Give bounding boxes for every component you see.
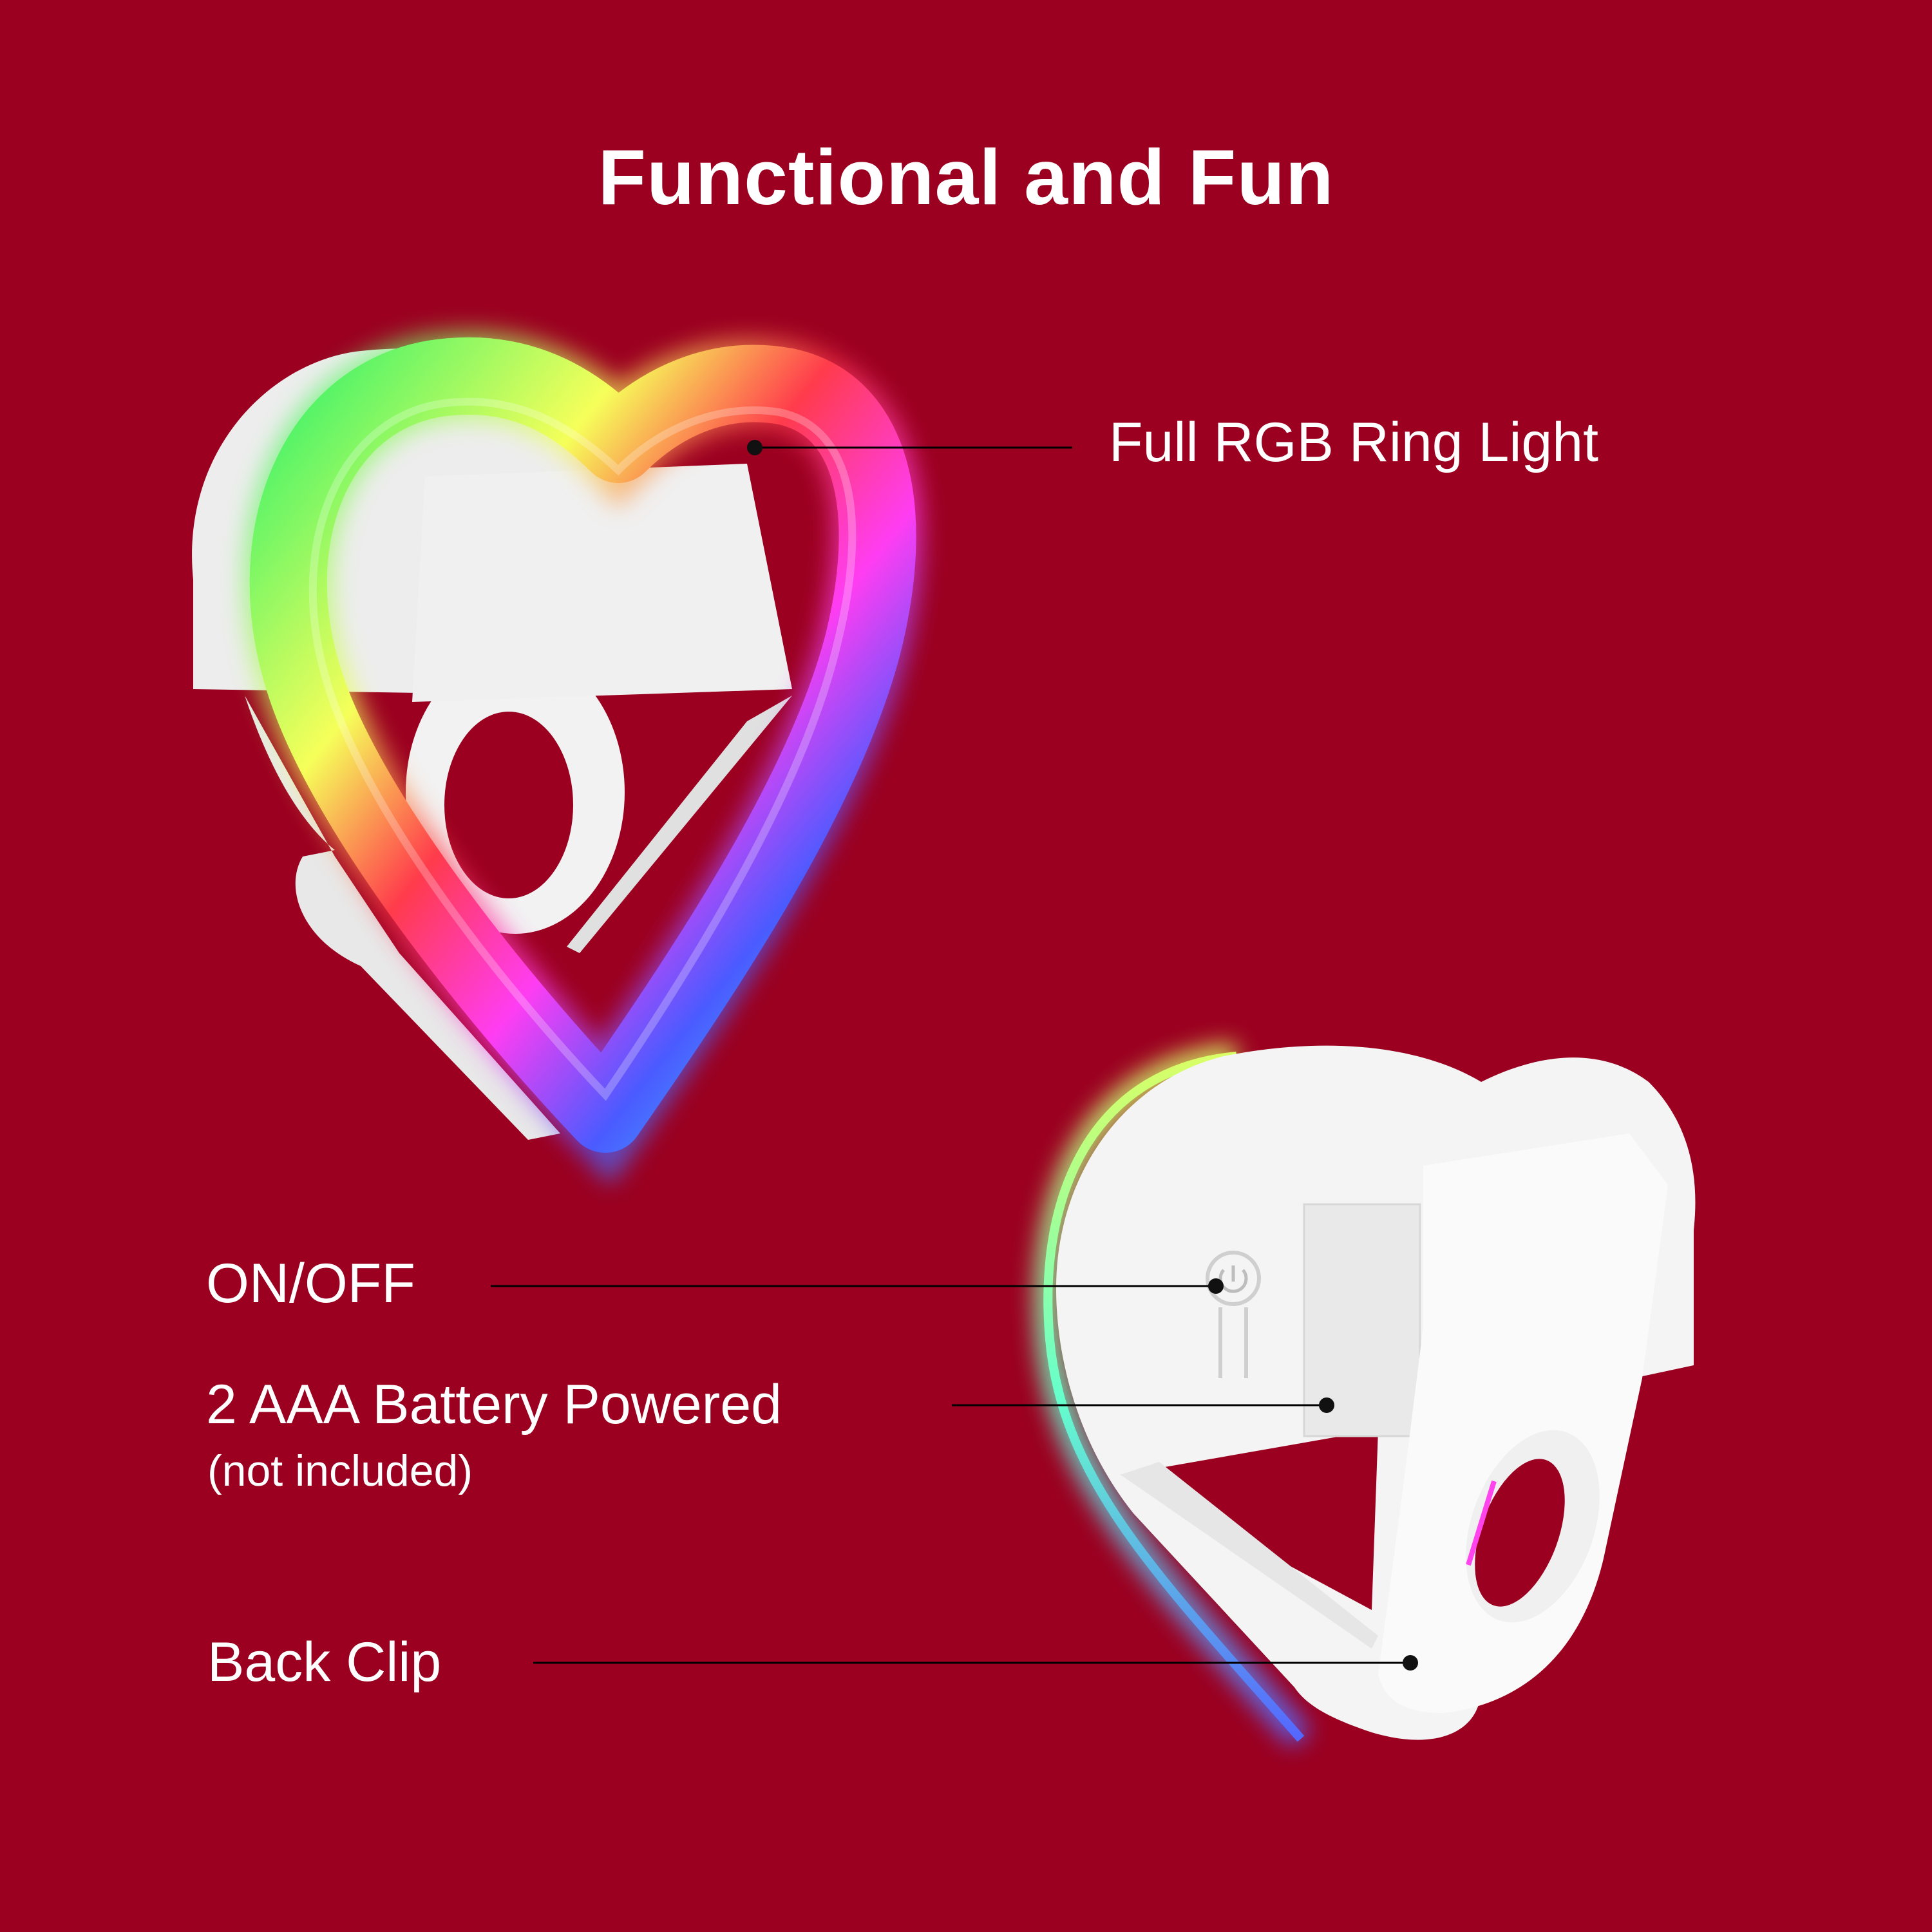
label-battery: 2 AAA Battery Powered (206, 1374, 782, 1435)
label-on-off: ON/OFF (206, 1253, 415, 1314)
back-inner-wall (1121, 1462, 1378, 1649)
battery-compartment (1303, 1203, 1421, 1437)
rgb-ring-light (249, 337, 916, 1153)
back-heart-light (1035, 1043, 1696, 1748)
front-housing-lower (245, 696, 560, 1140)
back-inner-cutout (1121, 1430, 1378, 1610)
back-clip-hole-inner (1475, 1459, 1565, 1607)
rgb-ring-highlight (308, 397, 857, 1101)
front-clip-hole (444, 712, 573, 898)
label-battery-note: (not included) (207, 1446, 473, 1495)
back-clip-hole-rgb (1466, 1480, 1497, 1566)
callout-dot-rgb (747, 440, 762, 455)
front-inner-plate (412, 464, 792, 702)
callout-dot-battery (1319, 1397, 1334, 1413)
front-heart-light (192, 330, 923, 1186)
label-back-clip: Back Clip (207, 1631, 442, 1693)
back-edge-light (1043, 1052, 1305, 1742)
label-ring-light: Full RGB Ring Light (1109, 412, 1598, 473)
front-inner-lower (567, 696, 792, 953)
callout-dot-onoff (1208, 1278, 1224, 1294)
power-icon[interactable] (1206, 1251, 1261, 1306)
back-clip-plate (1378, 1133, 1668, 1713)
callout-lines (491, 440, 1418, 1671)
page-title: Functional and Fun (598, 133, 1334, 221)
callout-dot-clip (1403, 1655, 1418, 1671)
power-icon-symbol (1218, 1265, 1248, 1293)
power-switch[interactable] (1206, 1251, 1261, 1378)
